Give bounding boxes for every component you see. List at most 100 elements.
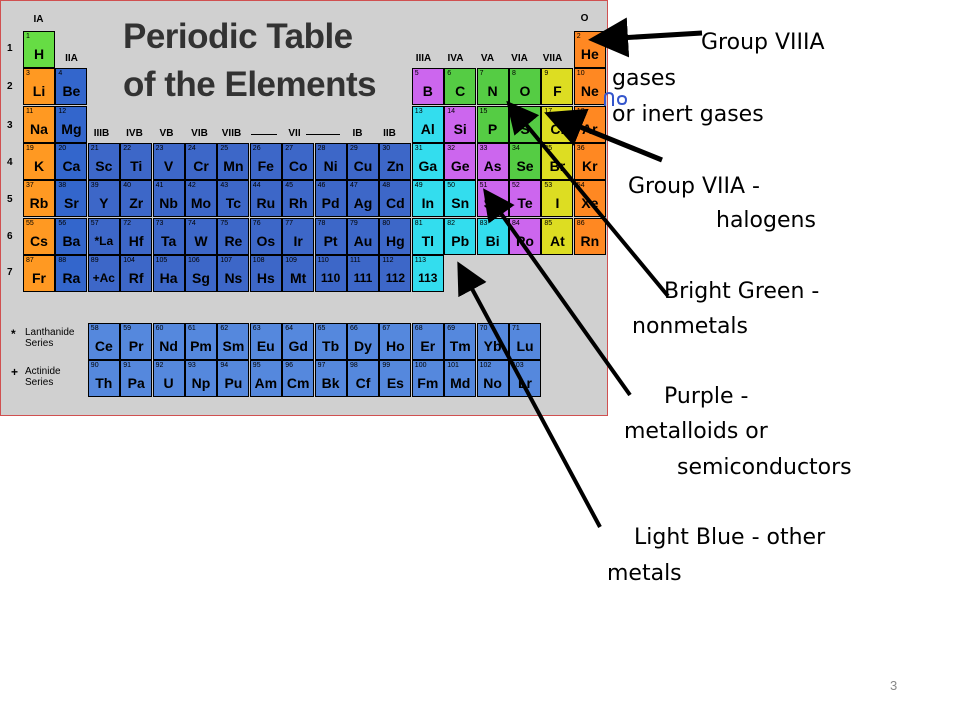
group-label-o: O xyxy=(580,13,589,24)
element-symbol: Pd xyxy=(321,195,340,212)
atomic-number: 55 xyxy=(26,219,34,227)
atomic-number: 43 xyxy=(220,182,229,190)
atomic-number: 53 xyxy=(544,182,553,190)
atomic-number: 56 xyxy=(58,219,67,227)
element-symbol: Se xyxy=(516,157,534,174)
atomic-number: 92 xyxy=(155,362,164,369)
element-symbol: C xyxy=(455,83,466,100)
element-symbol: Pb xyxy=(451,232,470,249)
annotation-othermetal-2: metals xyxy=(607,561,682,586)
atomic-number: 27 xyxy=(285,144,293,152)
element-symbol: Zn xyxy=(386,157,404,174)
annotation-othermetal-1: Light Blue - other xyxy=(634,525,826,550)
element-symbol: Na xyxy=(30,120,48,137)
element-symbol: Hs xyxy=(256,269,275,286)
annotation-halogen-1: Group VIIA - xyxy=(628,174,760,199)
atomic-number: 72 xyxy=(123,219,131,227)
atomic-number: 44 xyxy=(252,182,261,190)
atomic-number: 38 xyxy=(58,182,67,190)
element-symbol: Rh xyxy=(288,195,308,212)
period-label-6: 6 xyxy=(7,231,13,242)
atomic-number: 5 xyxy=(414,70,419,78)
element-symbol: Co xyxy=(288,157,308,174)
element-symbol: N xyxy=(487,83,498,100)
element-symbol: Mn xyxy=(223,157,244,174)
element-symbol: Cu xyxy=(353,157,373,174)
element-symbol: Al xyxy=(420,120,435,137)
actinide-mark: + xyxy=(11,365,19,379)
element-symbol: Cs xyxy=(30,232,48,249)
element-symbol: Ir xyxy=(293,232,303,249)
element-cell: 89+Ac xyxy=(87,254,120,292)
atomic-number: 89 xyxy=(90,256,99,264)
element-symbol: Ti xyxy=(130,157,143,174)
atomic-number: 61 xyxy=(188,325,196,332)
element-symbol: Kr xyxy=(582,157,598,174)
atomic-number: 102 xyxy=(479,362,492,369)
atomic-number: 96 xyxy=(285,362,293,369)
group-label-vb: VB xyxy=(159,128,174,139)
period-label-5: 5 xyxy=(7,194,13,205)
arrow-metalloids xyxy=(483,188,632,397)
element-symbol: Cf xyxy=(355,375,371,391)
atomic-number: 58 xyxy=(90,325,99,332)
element-symbol: Ce xyxy=(94,338,113,354)
element-symbol: Bi xyxy=(485,232,500,249)
atomic-number: 29 xyxy=(350,144,358,152)
element-symbol: B xyxy=(422,83,433,100)
group-label-vii: VII xyxy=(288,128,301,139)
atomic-number: 20 xyxy=(58,144,67,152)
periodic-table-image: Periodic Table of the Elements IA IIA II… xyxy=(0,0,608,416)
atomic-number: 14 xyxy=(447,107,455,115)
atomic-number: 66 xyxy=(350,325,358,332)
atomic-number: 79 xyxy=(350,219,358,227)
atomic-number: 85 xyxy=(544,219,553,227)
atomic-number: 73 xyxy=(155,219,164,227)
element-symbol: Th xyxy=(95,375,113,391)
element-symbol: Os xyxy=(256,232,276,249)
element-symbol: Md xyxy=(450,375,471,391)
element-symbol: Rf xyxy=(128,269,144,286)
atomic-number: 64 xyxy=(285,325,293,332)
element-symbol: Am xyxy=(254,375,278,391)
element-symbol: Es xyxy=(386,375,404,391)
atomic-number: 4 xyxy=(58,70,63,78)
atomic-number: 78 xyxy=(317,219,326,227)
element-symbol: Pr xyxy=(128,338,144,354)
element-symbol: Re xyxy=(224,232,243,249)
atomic-number: 39 xyxy=(90,182,99,190)
atomic-number: 2 xyxy=(576,33,581,40)
atomic-number: 75 xyxy=(220,219,229,227)
element-symbol: Pa xyxy=(127,375,145,391)
element-symbol: Sr xyxy=(63,195,79,212)
element-cell: 57*La xyxy=(87,217,120,255)
atomic-number: 13 xyxy=(414,107,423,115)
atomic-number: 19 xyxy=(26,144,34,152)
atomic-number: 7 xyxy=(479,70,484,78)
